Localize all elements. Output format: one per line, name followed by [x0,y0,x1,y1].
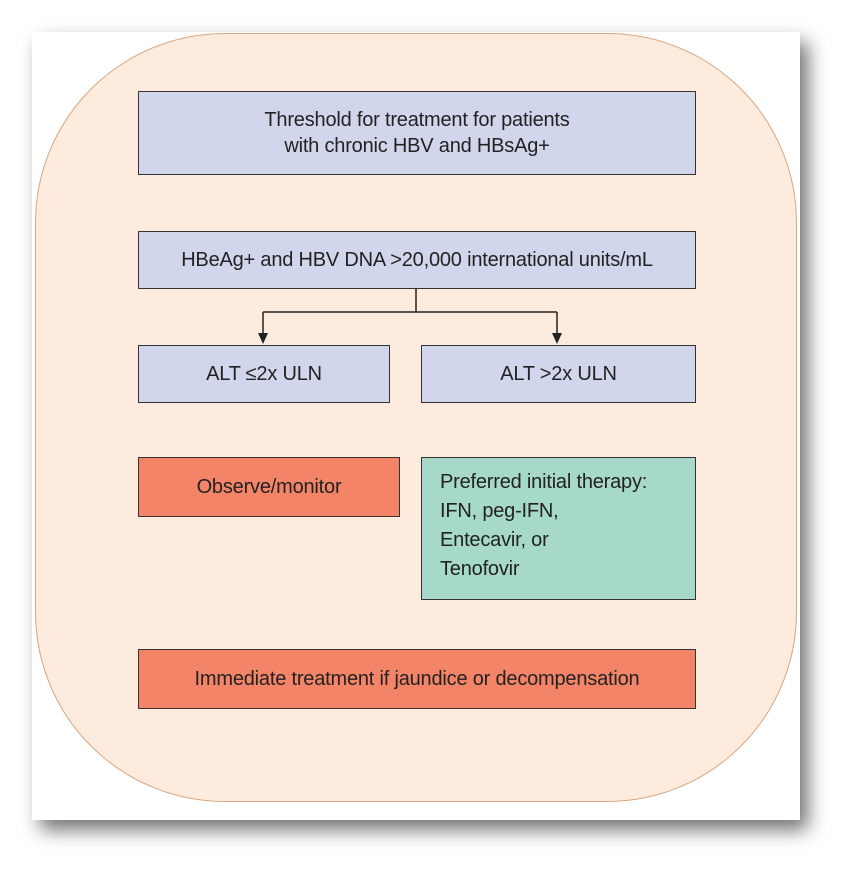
therapy-line-3: Entecavir, or [440,529,549,551]
observe-box: Observe/monitor [138,457,400,517]
condition-box: HBeAg+ and HBV DNA >20,000 international… [138,231,696,289]
therapy-line-4: Tenofovir [440,558,520,580]
immediate-treatment-box: Immediate treatment if jaundice or decom… [138,649,696,709]
alt-low-box: ALT ≤2x ULN [138,345,390,403]
immediate-treatment-text: Immediate treatment if jaundice or decom… [194,668,640,690]
therapy-box: Preferred initial therapy: IFN, peg-IFN,… [421,457,696,600]
arrowhead-right [552,333,562,344]
therapy-line-1: Preferred initial therapy: [440,471,648,493]
title-line-1: Threshold for treatment for patients [264,109,570,131]
alt-low-text: ALT ≤2x ULN [206,363,322,385]
observe-text: Observe/monitor [196,476,342,498]
threshold-title-box: Threshold for treatment for patients wit… [138,91,696,175]
title-line-2: with chronic HBV and HBsAg+ [284,135,550,157]
alt-high-text: ALT >2x ULN [500,363,617,385]
condition-text: HBeAg+ and HBV DNA >20,000 international… [181,249,653,271]
alt-high-box: ALT >2x ULN [421,345,696,403]
arrowhead-left [258,333,268,344]
therapy-line-2: IFN, peg-IFN, [440,500,559,522]
